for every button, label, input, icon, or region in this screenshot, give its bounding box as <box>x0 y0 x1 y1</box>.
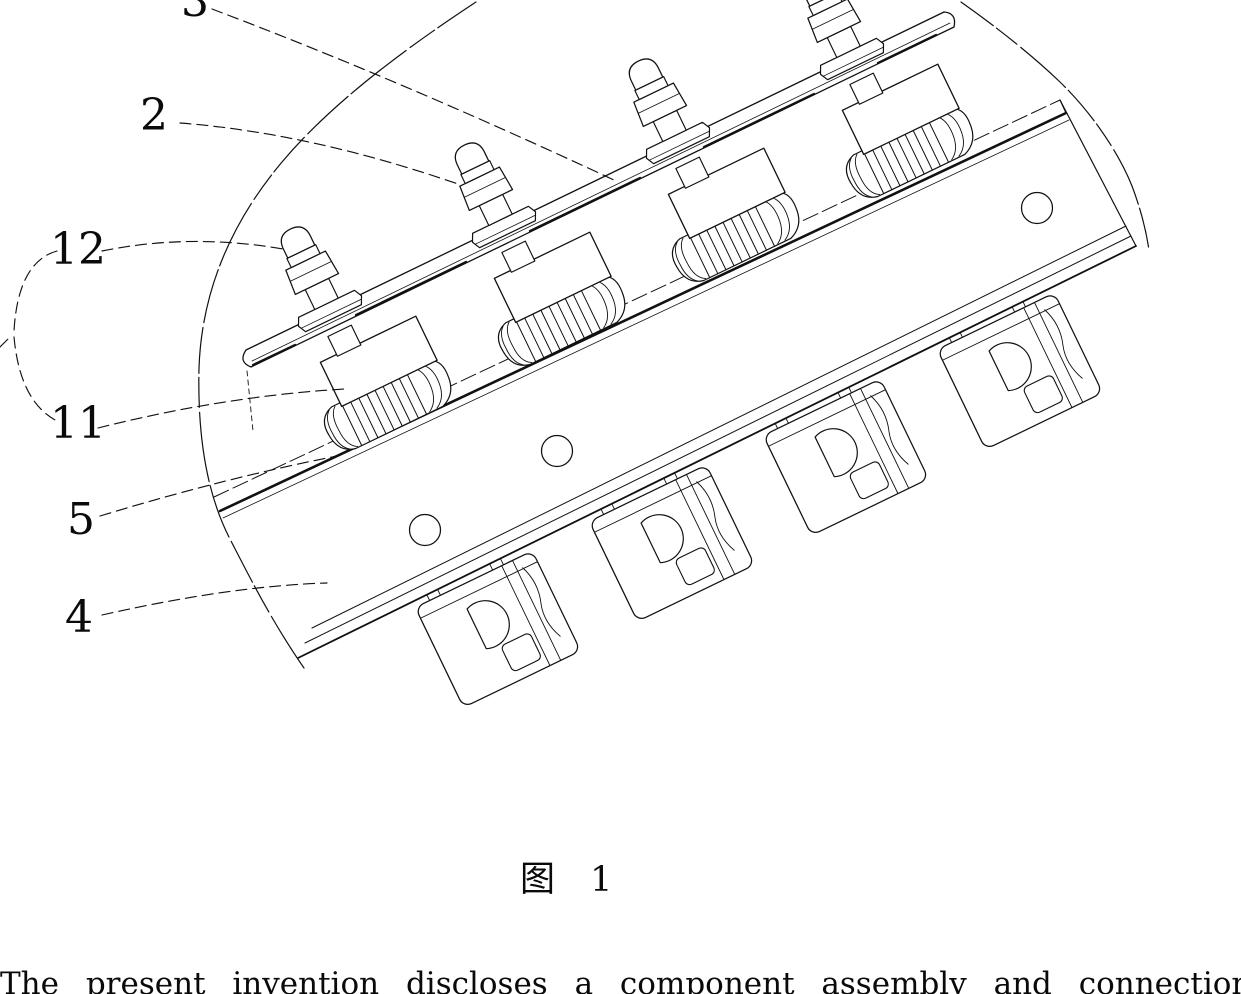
brace-group-12-11 <box>14 251 57 421</box>
rail-hole <box>1022 193 1053 224</box>
body-text-clipped: The present invention discloses a compon… <box>0 966 1241 994</box>
leader-line-3 <box>212 9 616 181</box>
ref-label-4: 4 <box>65 596 93 640</box>
figure-caption: 图 1 <box>520 851 624 902</box>
leader-line-11 <box>98 389 345 428</box>
ref-label-11: 11 <box>50 402 106 446</box>
leader-line-2 <box>180 123 458 184</box>
ref-label-12: 12 <box>50 228 106 272</box>
ref-label-3: 3 <box>181 0 209 24</box>
rail-hole <box>410 515 441 546</box>
rail-hole <box>542 436 573 467</box>
ref-label-2: 2 <box>140 94 168 138</box>
ref-label-5: 5 <box>67 498 95 542</box>
leader-line-12 <box>102 241 283 251</box>
leader-stub-left-edge <box>0 337 10 347</box>
